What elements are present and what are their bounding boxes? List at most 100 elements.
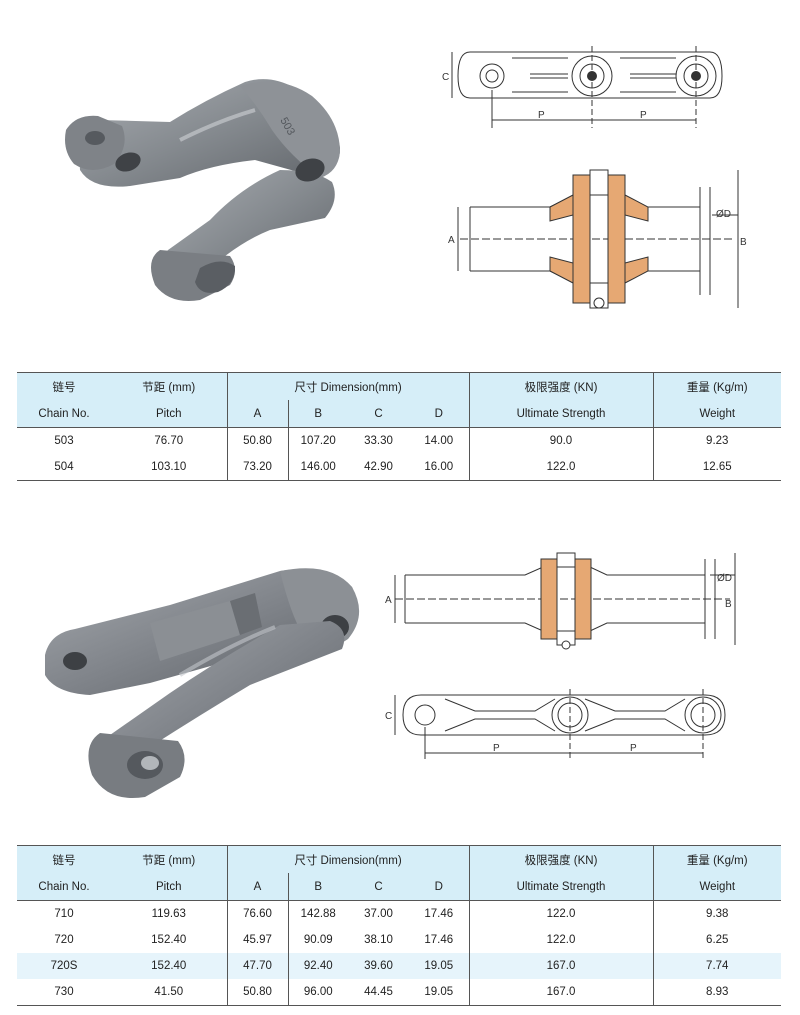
chain-link-503-photo: 503	[65, 79, 340, 301]
header-chain-cn: 链号	[17, 845, 111, 873]
cell-chain: 503	[54, 435, 74, 447]
header-pitch-en: Pitch	[111, 400, 227, 428]
cell-pitch: 103.10	[111, 454, 227, 481]
chain-503-plan-drawing: C P P	[442, 46, 723, 128]
chain-700-section-drawing: A B ØD	[385, 552, 736, 650]
cell-strength: 167.0	[468, 953, 653, 979]
header-chain-en: Chain No.	[17, 400, 111, 428]
cell-a: 73.20	[226, 454, 288, 481]
header-weight-cn: 重量 (Kg/m)	[652, 845, 781, 873]
cell-pitch: 152.40	[111, 953, 227, 979]
dim-label-p2: P	[630, 743, 637, 754]
dim-label-p1: P	[493, 743, 500, 754]
table-row: 730 41.50 50.80 96.00 44.45 19.05 167.0 …	[17, 979, 781, 1006]
header-col-c: C	[348, 400, 409, 428]
header-chain-en: Chain No.	[17, 873, 111, 901]
cell-b: 92.40	[287, 953, 348, 979]
header-col-b: B	[287, 400, 348, 428]
header-dimension: 尺寸 Dimension(mm)	[226, 845, 469, 873]
cell-b: 90.09	[287, 927, 348, 953]
dim-label-p2: P	[640, 110, 647, 121]
cell-d: 17.46	[424, 908, 454, 920]
cell-chain: 720S	[17, 953, 111, 979]
header-dimension: 尺寸 Dimension(mm)	[226, 372, 469, 400]
cell-c: 42.90	[348, 454, 409, 481]
cell-strength: 90.0	[468, 427, 653, 454]
header-pitch-en: Pitch	[111, 873, 227, 901]
dim-label-d: ØD	[717, 573, 732, 584]
table-header-row: Chain No. Pitch A B C D Ultimate Strengt…	[17, 400, 781, 428]
cell-a: 47.70	[226, 953, 288, 979]
cell-pitch: 152.40	[151, 934, 187, 946]
cell-chain: 504	[17, 454, 111, 481]
cell-c: 39.60	[348, 953, 409, 979]
header-strength-cn: 极限强度 (KN)	[468, 372, 653, 400]
table-row: 710 119.63 76.60 142.88 37.00 17.46 122.…	[17, 900, 781, 927]
cell-weight: 9.38	[652, 900, 781, 927]
cell-b: 107.20	[287, 427, 348, 454]
cell-chain: 730	[17, 979, 111, 1006]
dim-label-b: B	[725, 599, 732, 610]
spec-table-2: 链号 节距 (mm) 尺寸 Dimension(mm) 极限强度 (KN) 重量…	[17, 845, 781, 1006]
header-col-a: A	[226, 400, 288, 428]
table-row: 503 76.70 50.80 107.20 33.30 14.00 90.0 …	[17, 427, 781, 454]
cell-b: 142.88	[287, 900, 348, 927]
dim-label-c: C	[385, 711, 392, 722]
header-strength-en: Ultimate Strength	[468, 400, 653, 428]
cell-b: 146.00	[287, 454, 348, 481]
header-col-c: C	[348, 873, 409, 901]
dim-label-b: B	[740, 237, 747, 248]
chain-link-700-photo	[45, 568, 360, 799]
cell-chain: 720	[54, 934, 74, 946]
cell-pitch: 41.50	[111, 979, 227, 1006]
dim-label-a: A	[385, 595, 392, 606]
header-strength-cn: 极限强度 (KN)	[468, 845, 653, 873]
chain-503-section-drawing: A B ØD	[448, 169, 747, 309]
cell-strength: 167.0	[468, 979, 653, 1006]
cell-d: 19.05	[409, 953, 469, 979]
cell-d: 17.46	[424, 934, 454, 946]
cell-weight: 8.93	[652, 979, 781, 1006]
header-pitch-cn: 节距 (mm)	[111, 845, 227, 873]
dim-label-p1: P	[538, 110, 545, 121]
table-header-row: 链号 节距 (mm) 尺寸 Dimension(mm) 极限强度 (KN) 重量…	[17, 845, 781, 873]
table-header-row: Chain No. Pitch A B C D Ultimate Strengt…	[17, 873, 781, 901]
header-weight-en: Weight	[652, 873, 781, 901]
table-row: 720S 152.40 47.70 92.40 39.60 19.05 167.…	[17, 953, 781, 979]
spec-table-1: 链号 节距 (mm) 尺寸 Dimension(mm) 极限强度 (KN) 重量…	[17, 372, 781, 481]
cell-weight: 9.23	[652, 427, 781, 454]
cell-pitch: 76.70	[154, 435, 184, 447]
cell-chain: 710	[54, 908, 74, 920]
header-col-b: B	[287, 873, 348, 901]
cell-d: 19.05	[409, 979, 469, 1006]
cell-c: 37.00	[364, 908, 393, 920]
table-row: 720 152.40 45.97 90.09 38.10 17.46 122.0…	[17, 927, 781, 953]
header-col-a: A	[226, 873, 288, 901]
header-col-d: D	[409, 873, 469, 901]
header-chain-cn: 链号	[17, 372, 111, 400]
cell-weight: 7.74	[652, 953, 781, 979]
chain-700-plan-drawing: C P P	[385, 689, 726, 759]
header-strength-en: Ultimate Strength	[468, 873, 653, 901]
cell-weight: 6.25	[652, 927, 781, 953]
dim-label-a: A	[448, 235, 455, 246]
table-header-row: 链号 节距 (mm) 尺寸 Dimension(mm) 极限强度 (KN) 重量…	[17, 372, 781, 400]
cell-a: 50.80	[226, 427, 288, 454]
dim-label-d: ØD	[716, 209, 731, 220]
header-col-d: D	[409, 400, 469, 428]
cell-pitch: 119.63	[151, 908, 186, 920]
cell-weight: 12.65	[652, 454, 781, 481]
cell-c: 44.45	[348, 979, 409, 1006]
table-row: 504 103.10 73.20 146.00 42.90 16.00 122.…	[17, 454, 781, 481]
cell-b: 96.00	[287, 979, 348, 1006]
cell-a: 76.60	[226, 900, 288, 927]
cell-strength: 122.0	[468, 927, 653, 953]
dim-label-c: C	[442, 72, 449, 83]
cell-c: 38.10	[364, 934, 393, 946]
cell-a: 45.97	[226, 927, 288, 953]
cell-c: 33.30	[364, 435, 393, 447]
cell-strength: 122.0	[468, 900, 653, 927]
header-weight-en: Weight	[652, 400, 781, 428]
header-pitch-cn: 节距 (mm)	[111, 372, 227, 400]
header-weight-cn: 重量 (Kg/m)	[652, 372, 781, 400]
